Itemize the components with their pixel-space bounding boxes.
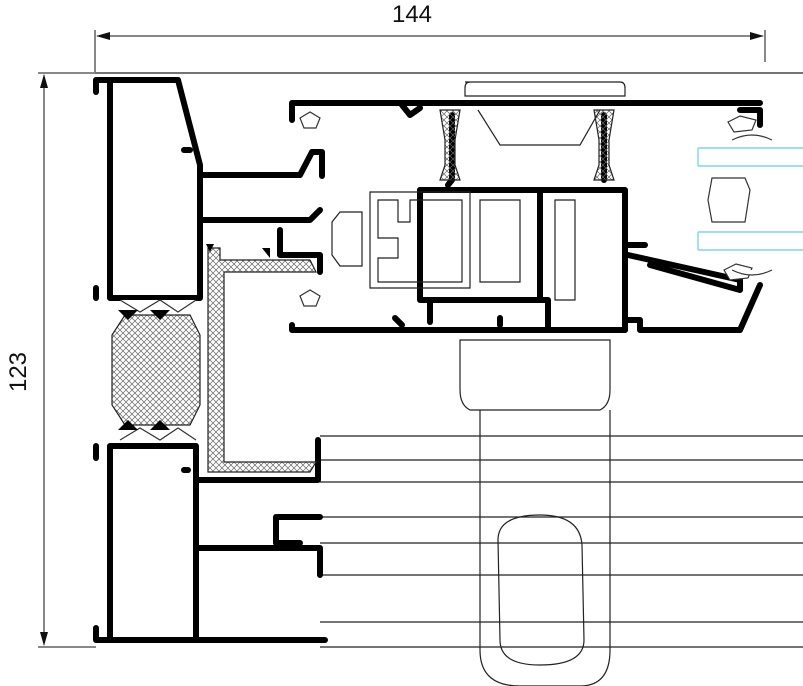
handle-lever <box>479 410 611 686</box>
reference-lines <box>95 72 803 648</box>
height-dimension-label: 123 <box>5 352 32 392</box>
glazing-unit <box>697 147 803 251</box>
window-handle <box>459 81 626 686</box>
width-dimension-label: 144 <box>392 1 432 28</box>
width-dimension: 144 <box>94 1 766 72</box>
handle-top-cover <box>464 81 626 97</box>
sash-thermal-break <box>439 109 615 181</box>
handle-grip-recess <box>497 514 585 666</box>
hardware-insert <box>331 191 576 301</box>
glazing-spacer <box>707 177 751 223</box>
frame-thermal-break <box>111 299 201 441</box>
insulating-profile <box>206 244 318 473</box>
handle-rose <box>459 339 611 411</box>
height-dimension: 123 <box>5 72 96 648</box>
sash-gaskets <box>299 111 773 307</box>
outer-frame-profile <box>93 77 328 643</box>
